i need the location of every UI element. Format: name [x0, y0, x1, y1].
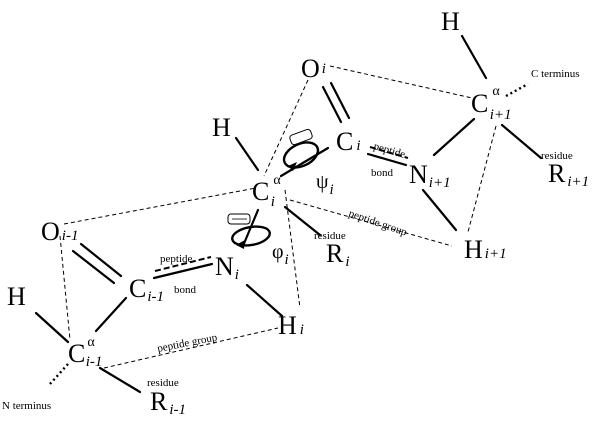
peptide-bonds	[152, 146, 409, 280]
plane-2-top	[329, 65, 473, 99]
peptide-bond-2-dashed	[369, 146, 409, 159]
bond-ca-prev-r-prev	[98, 366, 142, 394]
carbonyl-double-bonds	[71, 81, 351, 285]
bond-ca-prev-c-prev	[94, 296, 128, 333]
bond-h-right-ca-next	[460, 34, 488, 80]
peptide-bond-1-solid	[152, 262, 214, 280]
label-residue-i: residue	[314, 230, 346, 242]
bond-h-top-ca-i	[234, 136, 260, 172]
hand-pointer-icon	[289, 128, 313, 146]
plane-1-bottom	[103, 327, 279, 369]
bond-h-ca-prev	[34, 311, 70, 344]
phi-rotation-icon	[227, 213, 271, 249]
atom-h-right: H	[441, 7, 460, 36]
bond-n-i-h-i	[245, 283, 284, 318]
bond-n-next-h-next	[421, 188, 458, 232]
plane-1-right	[284, 189, 301, 309]
n-terminus-bond	[49, 363, 69, 385]
co-prev-line-1	[71, 249, 116, 285]
co-prev-line-2	[79, 242, 123, 278]
plane-2-right	[467, 125, 497, 233]
plane-1-top	[63, 187, 257, 225]
label-n-terminus: N terminus	[2, 400, 51, 412]
atom-h-top: H	[212, 113, 231, 142]
plane-2-left	[263, 79, 309, 177]
bond-ca-next-r-next	[500, 123, 543, 160]
peptide-planes	[59, 65, 497, 369]
bond-ca-i-c-i	[279, 146, 330, 178]
label-bond-2: bond	[371, 167, 394, 179]
atom-n-next: Ni+1	[409, 160, 451, 191]
peptide-bond-2-solid	[366, 152, 408, 167]
atom-n-i: Ni	[215, 252, 239, 283]
bond-n-next-ca-next	[432, 117, 476, 157]
plane-2-bottom	[289, 199, 453, 247]
label-residue-prev: residue	[147, 377, 179, 389]
label-residue-next: residue	[541, 150, 573, 162]
atom-h-left: H	[7, 282, 26, 311]
co-i-line-2	[329, 81, 351, 120]
atom-c-prev: Ci-1	[129, 274, 164, 305]
label-c-terminus: C terminus	[531, 68, 580, 80]
c-terminus-bond	[505, 82, 529, 98]
co-i-line-1	[321, 85, 343, 124]
hand-pointer-icon	[227, 213, 251, 225]
label-phi: φi	[272, 241, 289, 268]
label-peptide-1: peptide	[160, 253, 192, 265]
peptide-bond-1-dashed	[154, 256, 212, 272]
bond-ca-i-r-i	[283, 205, 322, 237]
label-psi: ψi	[316, 171, 334, 198]
label-peptide-group-2: peptide group	[347, 207, 409, 238]
psi-rotation-icon	[282, 128, 320, 171]
label-peptide-group-1: peptide group	[156, 331, 218, 354]
plane-1-left	[59, 235, 71, 341]
label-bond-1: bond	[174, 284, 197, 296]
